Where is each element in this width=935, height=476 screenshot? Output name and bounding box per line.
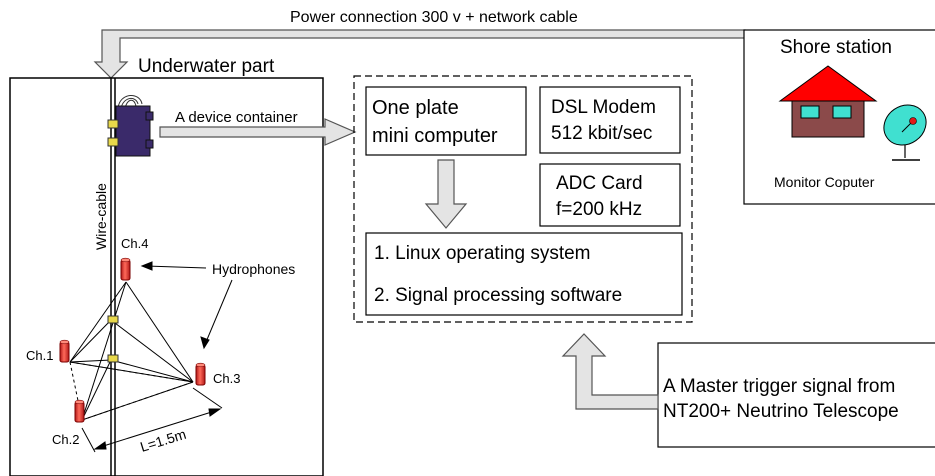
one-plate-box [365, 86, 527, 156]
one-plate-line1: One plate [372, 97, 459, 119]
hydrophone-ch1 [59, 339, 70, 363]
container-label: A device container [175, 109, 298, 126]
dsl-line1: DSL Modem [551, 97, 656, 118]
one-plate-line2: mini computer [372, 125, 498, 147]
ch1-label: Ch.1 [26, 348, 53, 363]
computer-box [353, 75, 693, 323]
ch4-label: Ch.4 [121, 236, 148, 251]
trigger-line2: NT200+ Neutrino Telescope [663, 401, 899, 422]
adc-card-box [539, 163, 681, 227]
underwater-box [9, 77, 324, 476]
software-line1: 1. Linux operating system [374, 243, 591, 264]
hydrophone-ch2 [74, 399, 85, 423]
trigger-box [657, 342, 935, 448]
processing-down-arrow [424, 159, 468, 229]
distance-label: L=1.5m [138, 426, 188, 455]
device-container [107, 95, 154, 157]
software-box [365, 232, 683, 316]
adc-line1: ADC Card [556, 173, 643, 194]
hydrophone-ch4 [120, 257, 131, 281]
trigger-line1: A Master trigger signal from [663, 376, 895, 397]
hydrophones-label: Hydrophones [212, 261, 295, 277]
dsl-line2: 512 kbit/sec [551, 123, 652, 144]
dsl-modem-box [539, 86, 681, 154]
clamp-lower [107, 354, 119, 363]
satellite-dish-icon [883, 104, 927, 161]
shore-station-title: Shore station [780, 37, 892, 58]
ch3-label: Ch.3 [213, 371, 240, 386]
adc-line2: f=200 kHz [556, 199, 642, 220]
trigger-arrow [561, 333, 659, 410]
container-arrow [159, 118, 357, 146]
monitor-computer-label: Monitor Coputer [774, 174, 875, 190]
power-connection-label: Power connection 300 v + network cable [290, 9, 578, 26]
underwater-title: Underwater part [138, 56, 275, 77]
clamp-upper [107, 315, 119, 324]
house-icon [778, 65, 878, 138]
power-connection-arrow [93, 29, 746, 79]
software-line2: 2. Signal processing software [374, 285, 622, 306]
ch2-label: Ch.2 [52, 432, 79, 447]
hydrophone-structure [69, 281, 194, 421]
hydrophone-ch3 [195, 362, 206, 386]
distance-indicator [81, 387, 223, 453]
hydrophones-pointer [140, 261, 233, 350]
wire-cable-label: Wire-cable [93, 183, 109, 250]
